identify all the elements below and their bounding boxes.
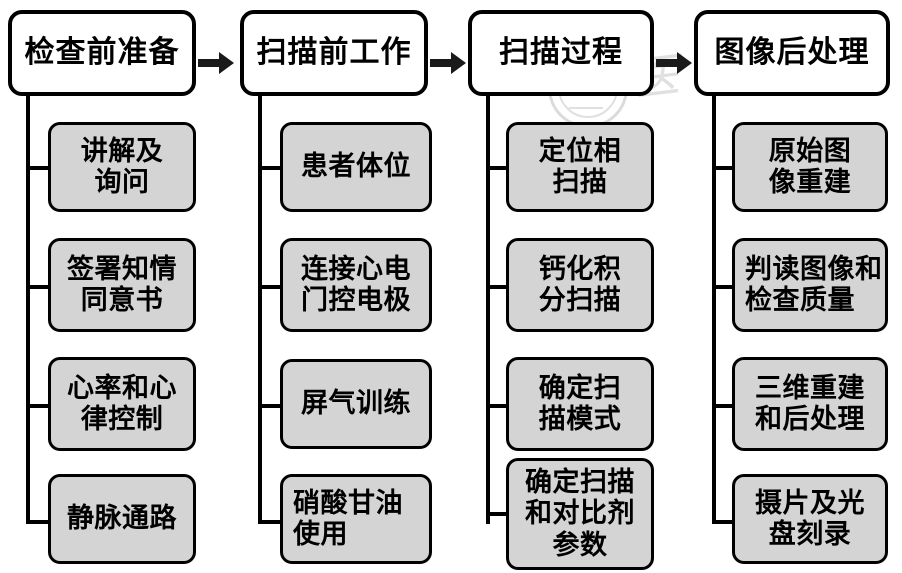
- step-line: 静脉通路: [67, 503, 177, 534]
- step-box-4-3[interactable]: 三维重建 和后处理: [732, 357, 888, 451]
- step-line: 确定扫描: [525, 467, 635, 498]
- step-line: 患者体位: [301, 151, 411, 182]
- step-line: 描模式: [538, 404, 622, 434]
- step-box-3-2[interactable]: 钙化积 分扫描: [506, 238, 654, 332]
- step-line: 使用: [293, 519, 348, 549]
- stub-1-3: [26, 404, 50, 408]
- stub-4-2: [712, 285, 734, 289]
- stage-arrow-2-3: [430, 52, 466, 74]
- step-line: 盘刻录: [768, 519, 852, 549]
- step-line: 询问: [94, 167, 150, 197]
- step-box-1-1[interactable]: 讲解及 询问: [48, 122, 196, 212]
- spine-3: [486, 96, 490, 524]
- stub-2-3: [258, 404, 282, 408]
- stub-1-4: [26, 520, 50, 524]
- step-line: 参数: [552, 529, 608, 560]
- stage-box-3[interactable]: 扫描过程: [468, 10, 654, 96]
- stage-label-3: 扫描过程: [499, 36, 623, 70]
- step-line: 三维重建: [755, 372, 865, 403]
- step-line: 签署知情: [67, 253, 177, 284]
- stub-4-1: [712, 166, 734, 170]
- step-box-2-4[interactable]: 硝酸甘油 使用: [280, 474, 432, 564]
- stub-1-1: [26, 166, 50, 170]
- step-line: 硝酸甘油: [293, 487, 403, 518]
- step-line: 讲解及: [80, 135, 164, 166]
- spine-2: [258, 96, 262, 524]
- step-box-1-4[interactable]: 静脉通路: [48, 474, 196, 564]
- step-box-3-1[interactable]: 定位相 扫描: [506, 122, 654, 212]
- stub-3-3: [486, 404, 508, 408]
- step-line: 和对比剂: [525, 498, 635, 529]
- spine-1: [26, 96, 30, 524]
- step-line: 连接心电: [301, 253, 411, 284]
- step-box-3-3[interactable]: 确定扫 描模式: [506, 357, 654, 451]
- step-box-2-3[interactable]: 屏气训练: [280, 359, 432, 449]
- step-line: 原始图: [768, 135, 852, 166]
- step-line: 钙化积: [538, 253, 622, 284]
- stub-3-4: [486, 512, 508, 516]
- step-line: 像重建: [768, 167, 852, 197]
- step-line: 屏气训练: [301, 388, 411, 419]
- spine-4: [712, 96, 716, 524]
- step-line: 确定扫: [538, 372, 622, 403]
- stub-2-2: [258, 285, 282, 289]
- step-box-4-1[interactable]: 原始图 像重建: [732, 122, 888, 212]
- stub-4-3: [712, 404, 734, 408]
- step-box-4-4[interactable]: 摄片及光 盘刻录: [732, 474, 888, 564]
- stage-box-4[interactable]: 图像后处理: [694, 10, 890, 96]
- step-box-2-1[interactable]: 患者体位: [280, 122, 432, 212]
- stage-arrow-1-2: [198, 52, 234, 74]
- step-line: 判读图像和: [745, 253, 883, 284]
- step-box-3-4[interactable]: 确定扫描 和对比剂 参数: [506, 458, 654, 570]
- stage-label-2: 扫描前工作: [256, 36, 412, 70]
- step-box-1-2[interactable]: 签署知情 同意书: [48, 238, 196, 332]
- stage-box-1[interactable]: 检查前准备: [8, 10, 196, 96]
- step-box-1-3[interactable]: 心率和心 律控制: [48, 357, 196, 451]
- stage-box-2[interactable]: 扫描前工作: [240, 10, 428, 96]
- stage-label-1: 检查前准备: [24, 36, 180, 70]
- step-line: 心率和心: [67, 372, 177, 403]
- step-line: 扫描: [552, 167, 608, 197]
- step-line: 检查质量: [745, 285, 855, 315]
- stub-2-4: [258, 520, 282, 524]
- stage-label-4: 图像后处理: [714, 36, 870, 70]
- step-box-4-2[interactable]: 判读图像和 检查质量: [732, 238, 888, 332]
- step-line: 和后处理: [755, 404, 865, 434]
- step-line: 摄片及光: [755, 487, 865, 518]
- step-line: 分扫描: [538, 285, 622, 315]
- stub-3-1: [486, 166, 508, 170]
- stub-2-1: [258, 166, 282, 170]
- step-line: 门控电极: [301, 285, 411, 315]
- step-line: 律控制: [80, 404, 164, 434]
- step-line: 定位相: [538, 135, 622, 166]
- stub-1-2: [26, 285, 50, 289]
- step-line: 同意书: [80, 285, 164, 315]
- stub-4-4: [712, 520, 734, 524]
- step-box-2-2[interactable]: 连接心电 门控电极: [280, 238, 432, 332]
- stage-arrow-3-4: [656, 52, 692, 74]
- stub-3-2: [486, 285, 508, 289]
